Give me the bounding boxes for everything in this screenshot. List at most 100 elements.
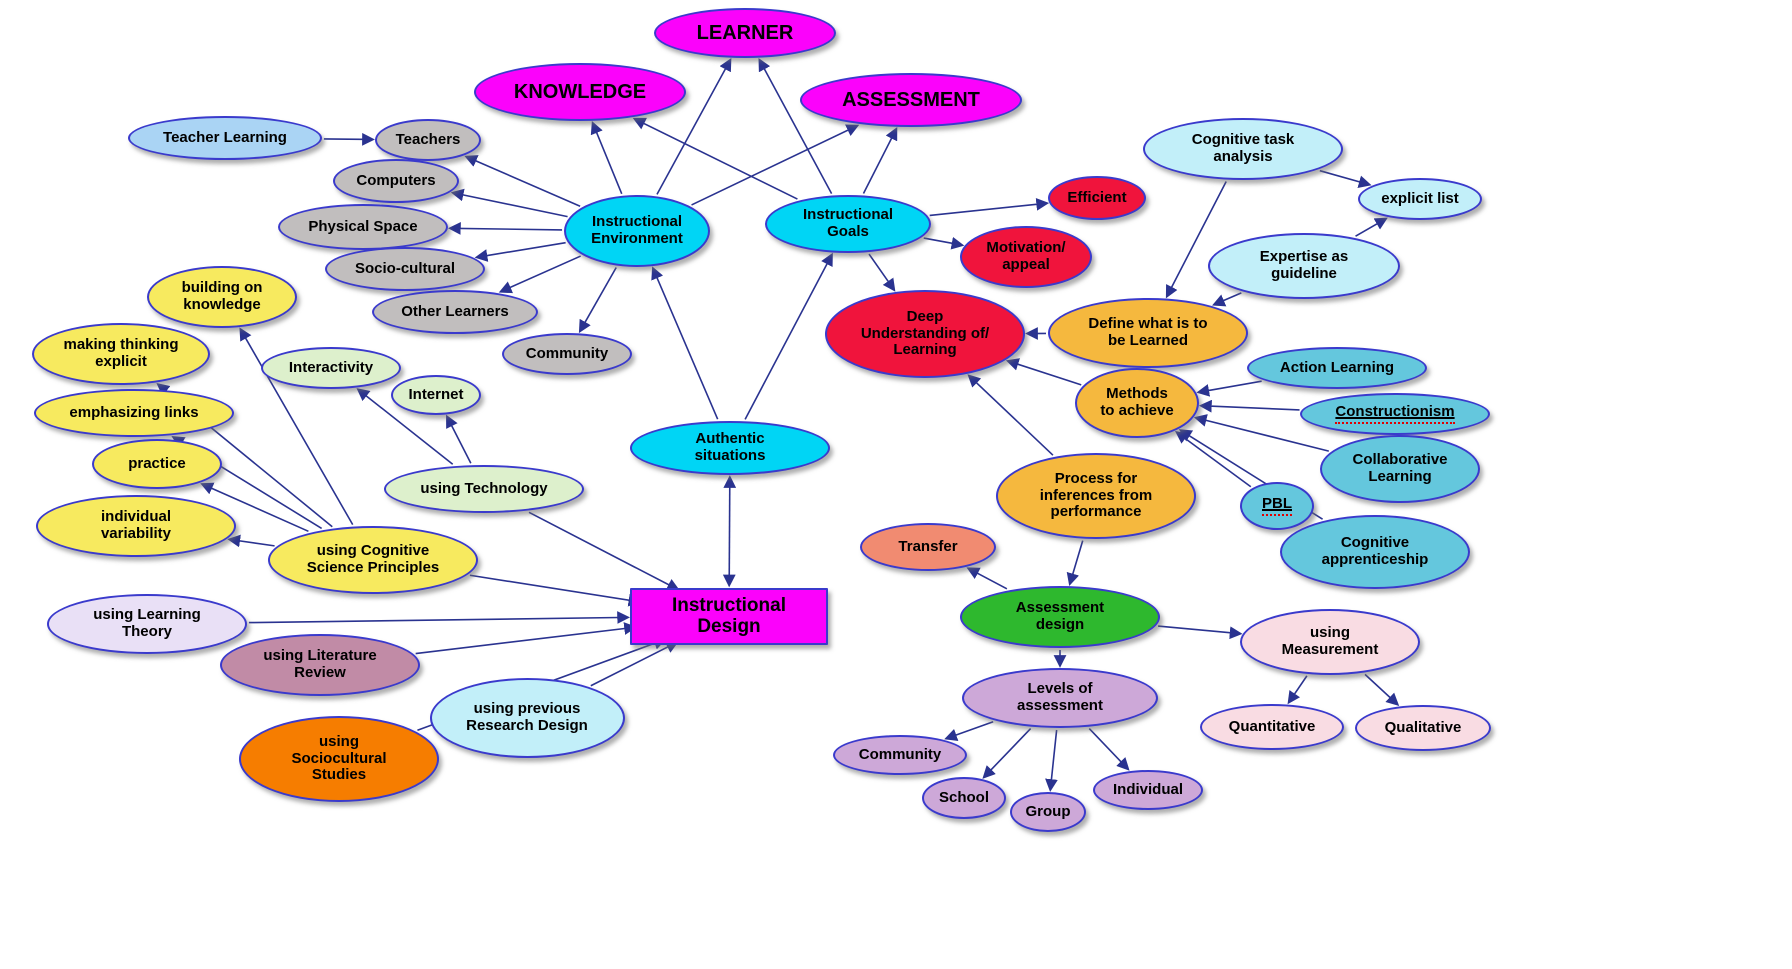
node-group[interactable]: Group [1010,792,1086,832]
edge-expertise-to-explicit-list [1355,217,1388,237]
edge-expertise-to-define [1212,292,1242,307]
node-practice[interactable]: practice [92,439,222,489]
node-individual[interactable]: Individual [1093,770,1203,810]
edge-env-to-knowledge [590,121,623,195]
node-methods[interactable]: Methods to achieve [1075,368,1199,438]
node-learner[interactable]: LEARNER [654,8,836,58]
node-cog-app[interactable]: Cognitive apprenticeship [1280,515,1470,589]
node-assessment[interactable]: ASSESSMENT [800,73,1022,127]
edge-using-measurement-to-qualitative [1364,673,1400,706]
node-label-community-env: Community [525,344,609,362]
node-lit-review[interactable]: using Literature Review [220,634,420,696]
edge-goals-to-efficient [929,197,1050,217]
edge-authentic-to-id-box [722,475,737,588]
edge-assess-design-to-using-measurement [1157,625,1243,640]
node-deep[interactable]: Deep Understanding of/ Learning [825,290,1025,378]
node-pbl[interactable]: PBL [1240,482,1314,530]
edge-env-to-assessment [691,124,860,206]
node-label-knowledge: KNOWLEDGE [513,80,647,103]
node-interactivity[interactable]: Interactivity [261,347,401,389]
edge-ucsp-to-indiv-var [227,534,275,548]
node-computers[interactable]: Computers [333,159,459,203]
node-emphasizing[interactable]: emphasizing links [34,389,234,437]
edge-levels-to-group [1045,729,1058,792]
node-label-transfer: Transfer [898,537,958,555]
node-label-internet: Internet [408,385,464,403]
node-label-building: building on knowledge [181,279,263,313]
edge-env-to-physical-space [447,222,563,235]
node-cta[interactable]: Cognitive task analysis [1143,118,1343,180]
node-community-assess[interactable]: Community [833,735,967,775]
node-label-teachers: Teachers [395,130,461,148]
edge-env-to-computers [450,188,568,218]
node-label-env: Instructional Environment [591,213,683,247]
node-label-id-box: Instructional Design [671,594,786,637]
node-label-cta: Cognitive task analysis [1191,131,1295,165]
node-community-env[interactable]: Community [502,333,632,375]
node-internet[interactable]: Internet [391,375,481,415]
node-collab[interactable]: Collaborative Learning [1320,435,1480,503]
node-define[interactable]: Define what is to be Learned [1048,298,1248,368]
node-ucsp[interactable]: using Cognitive Science Principles [268,526,478,594]
edge-goals-to-assessment [862,127,898,194]
node-label-teacher-learning: Teacher Learning [163,128,287,146]
node-efficient[interactable]: Efficient [1048,176,1146,220]
edge-using-tech-to-id-box [528,511,680,591]
edge-authentic-to-env [651,266,719,420]
node-prev-research[interactable]: using previous Research Design [429,678,625,758]
node-label-socio-cultural: Socio-cultural [354,259,455,277]
node-other-learners[interactable]: Other Learners [372,290,538,334]
node-motivation[interactable]: Motivation/ appeal [960,226,1092,288]
node-label-constructionism: Constructionism [1335,403,1455,424]
node-authentic[interactable]: Authentic situations [630,421,830,475]
node-building[interactable]: building on knowledge [147,266,297,328]
node-id-box[interactable]: Instructional Design [630,587,828,645]
node-label-efficient: Efficient [1067,188,1127,206]
edge-using-tech-to-internet [446,414,472,464]
edge-methods-to-deep [1005,358,1082,386]
node-expertise[interactable]: Expertise as guideline [1208,233,1400,299]
node-process[interactable]: Process for inferences from performance [996,453,1196,539]
edge-goals-to-learner [758,57,833,194]
node-action-learning[interactable]: Action Learning [1247,347,1427,389]
node-transfer[interactable]: Transfer [860,523,996,571]
node-teachers[interactable]: Teachers [375,119,481,161]
edge-learning-theory-to-id-box [248,611,631,624]
node-using-measurement[interactable]: using Measurement [1240,609,1420,675]
node-goals[interactable]: Instructional Goals [765,195,931,253]
node-learning-theory[interactable]: using Learning Theory [47,594,247,654]
node-label-interactivity: Interactivity [288,358,374,376]
node-levels[interactable]: Levels of assessment [962,668,1158,728]
edge-cta-to-explicit-list [1319,169,1372,188]
node-label-using-measurement: using Measurement [1281,624,1379,658]
edge-env-to-community-env [578,267,617,334]
node-indiv-var[interactable]: individual variability [36,495,236,557]
node-quantitative[interactable]: Quantitative [1200,704,1344,750]
node-socio-cultural[interactable]: Socio-cultural [325,247,485,291]
node-physical-space[interactable]: Physical Space [278,204,448,250]
node-label-explicit-list: explicit list [1381,189,1459,207]
edge-process-to-deep [967,374,1054,456]
node-qualitative[interactable]: Qualitative [1355,705,1491,751]
node-env[interactable]: Instructional Environment [564,195,710,267]
node-assess-design[interactable]: Assessment design [960,586,1160,648]
node-label-methods: Methods to achieve [1100,385,1174,419]
node-label-levels: Levels of assessment [1017,680,1103,714]
node-label-socio-studies: using Sociocultural Studies [291,732,387,784]
node-making[interactable]: making thinking explicit [32,323,210,385]
node-label-quantitative: Quantitative [1228,717,1316,735]
node-label-pbl: PBL [1262,495,1292,516]
node-explicit-list[interactable]: explicit list [1358,178,1482,220]
edge-assess-design-to-transfer [966,567,1008,590]
edge-ucsp-to-practice [200,482,309,533]
node-label-learning-theory: using Learning Theory [93,606,201,640]
node-constructionism[interactable]: Constructionism [1300,393,1490,435]
node-label-goals: Instructional Goals [802,206,893,240]
node-socio-studies[interactable]: using Sociocultural Studies [239,716,439,802]
node-knowledge[interactable]: KNOWLEDGE [474,63,686,121]
node-label-define: Define what is to be Learned [1088,315,1208,349]
node-teacher-learning[interactable]: Teacher Learning [128,116,322,160]
node-school[interactable]: School [922,777,1006,819]
node-using-tech[interactable]: using Technology [384,465,584,513]
edge-goals-to-knowledge [632,117,798,200]
